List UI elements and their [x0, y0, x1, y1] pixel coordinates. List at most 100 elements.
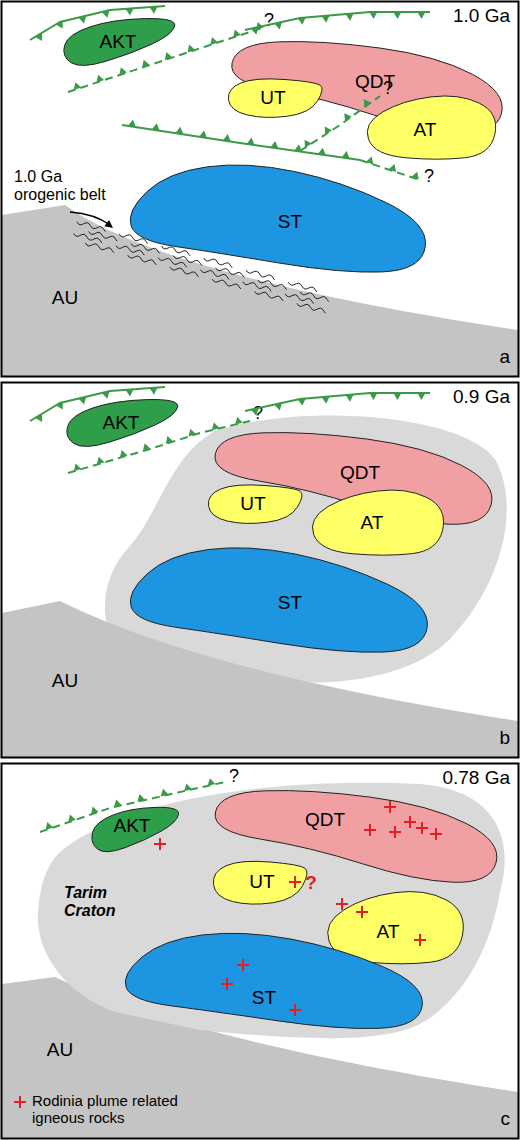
subduction-tooth [79, 16, 87, 24]
terrane-block: ST [120, 541, 440, 656]
subduction-zone [245, 12, 430, 30]
block-label: AKT [100, 31, 137, 53]
panel-frame [2, 764, 519, 1139]
block-label: AU [52, 670, 78, 692]
subduction-tooth [305, 140, 312, 148]
subduction-tooth [161, 789, 169, 797]
subduction-tooth [346, 13, 354, 20]
belt-stroke [255, 291, 284, 301]
subduction-tooth [79, 397, 87, 405]
subduction-tooth [322, 397, 330, 404]
block-label: AT [361, 512, 384, 534]
block-shape [130, 548, 427, 652]
subduction-tooth [393, 393, 401, 400]
subduction-tooth [74, 464, 82, 472]
subduction-tooth [298, 18, 306, 25]
subduction-tooth [166, 436, 174, 444]
subduction-tooth [417, 393, 425, 400]
subduction-tooth [274, 22, 282, 30]
subduction-tooth [128, 120, 136, 128]
region-name: Tarim Craton [64, 884, 126, 921]
panel-frame [2, 2, 519, 377]
subduction-tooth [126, 8, 134, 15]
block-shape [2, 977, 518, 1138]
subduction-tooth [199, 130, 207, 138]
leader-arrow [70, 212, 110, 225]
panel-frame [2, 383, 519, 758]
belt-stroke [243, 282, 271, 292]
subduction-tooth [175, 127, 183, 135]
block-label: UT [249, 871, 274, 893]
block-label: QDT [340, 462, 380, 484]
subduction-tooth [35, 414, 42, 422]
block-label: AT [414, 119, 437, 141]
question-mark: ? [424, 166, 434, 187]
subduction-tooth [35, 33, 42, 41]
belt-stroke [89, 232, 117, 242]
terrane-block: AT [305, 486, 450, 558]
belt-stroke [285, 294, 314, 304]
subduction-tooth [91, 807, 99, 815]
block-shape [228, 79, 322, 118]
block-label: AU [47, 1039, 73, 1061]
subduction-tooth [251, 408, 259, 416]
subduction-tooth [46, 822, 54, 830]
subduction-zone [68, 421, 250, 473]
terrane-block: ST [115, 927, 435, 1032]
time-label: 0.78 Ga [442, 767, 510, 789]
subduction-tooth [150, 7, 158, 14]
craton-region: Tarim CratonAKTQDTUT?ATST [30, 780, 515, 1052]
belt-stroke [212, 279, 241, 289]
belt-stroke [170, 267, 198, 277]
belt-stroke [119, 234, 147, 244]
block-shape [2, 601, 518, 757]
block-shape [92, 807, 179, 851]
subduction-tooth [364, 99, 371, 107]
terrane-block: ST [120, 158, 438, 276]
time-label: 1.0 Ga [453, 5, 510, 27]
belt-stroke [77, 222, 105, 232]
subduction-tooth [68, 814, 76, 822]
callout-label: 1.0 Ga orogenic belt [14, 168, 119, 205]
subduction-tooth [165, 52, 173, 60]
subduction-tooth [274, 403, 282, 411]
subduction-tooth [247, 138, 255, 146]
block-shape [312, 490, 443, 555]
belt-stroke [85, 243, 113, 253]
subduction-tooth [235, 417, 243, 425]
belt-stroke [216, 268, 245, 278]
belt-stroke [246, 270, 274, 280]
subduction-tooth [97, 75, 105, 83]
subduction-tooth [184, 783, 192, 791]
belt-stroke [258, 280, 287, 290]
craton-region [105, 415, 507, 682]
subduction-tooth [389, 164, 397, 172]
question-mark: ? [253, 403, 263, 424]
belt-stroke [297, 303, 325, 313]
block-shape [213, 861, 307, 904]
block-label: ST [278, 592, 302, 614]
terrane-block: AKT [85, 804, 185, 856]
subduction-tooth [114, 799, 122, 807]
subduction-tooth [102, 10, 110, 18]
subduction-zone [122, 125, 360, 160]
subduction-zone [245, 393, 430, 411]
subduction-tooth [119, 67, 127, 75]
question-mark: ? [305, 872, 317, 894]
subduction-tooth [256, 22, 264, 30]
belt-stroke [288, 282, 317, 292]
block-label: AKT [114, 815, 151, 837]
subduction-zone [40, 782, 225, 832]
block-label: AT [377, 921, 400, 943]
subduction-tooth [298, 399, 306, 406]
subduction-tooth [417, 12, 425, 19]
terrane-block: UT? [210, 857, 310, 907]
block-label: UT [240, 493, 265, 515]
panel-letter: a [499, 346, 510, 368]
subduction-tooth [126, 389, 134, 396]
subduction-tooth [411, 172, 419, 180]
subduction-tooth [393, 12, 401, 19]
subduction-tooth [366, 157, 374, 165]
block-shape [367, 96, 495, 159]
